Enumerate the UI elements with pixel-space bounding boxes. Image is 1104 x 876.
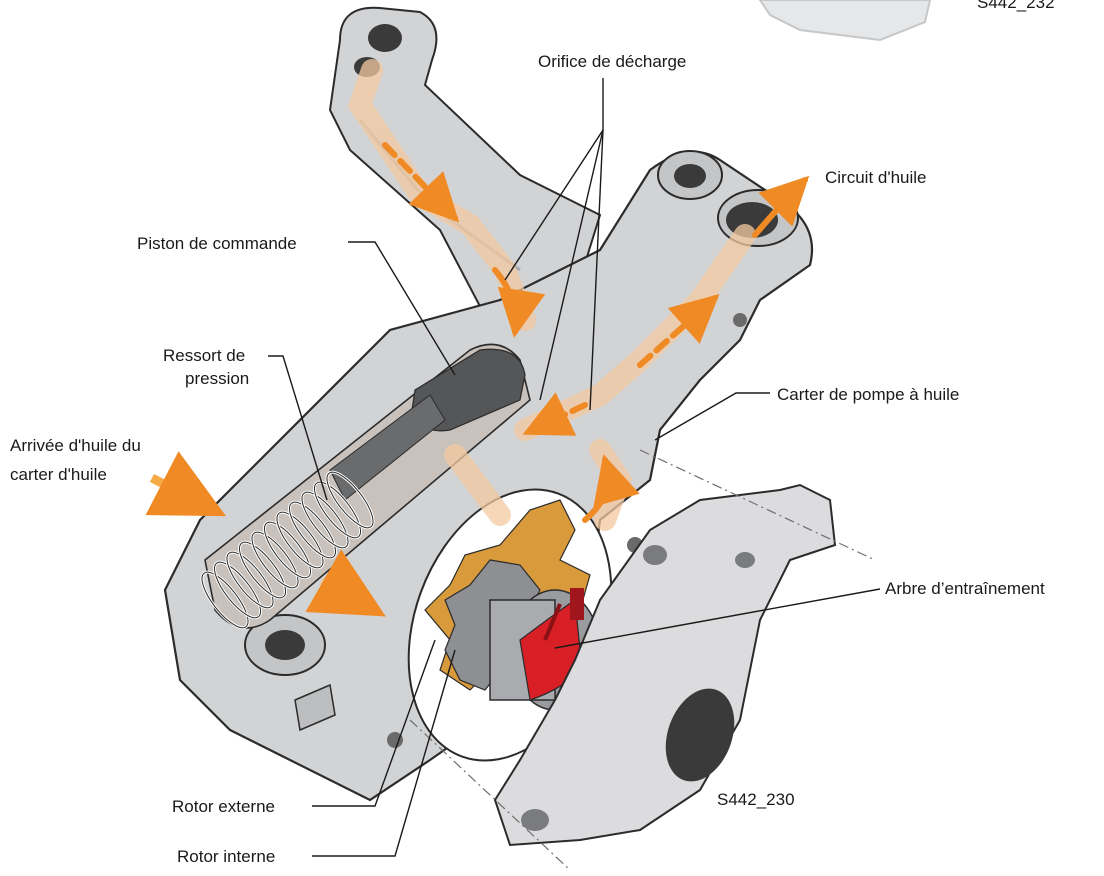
label-rotor-externe: Rotor externe: [172, 796, 275, 817]
label-ressort-line1: Ressort de: [163, 345, 245, 366]
label-orifice-de-decharge: Orifice de décharge: [538, 51, 686, 72]
label-ressort-line2: pression: [185, 368, 249, 389]
label-arrivee-line2: carter d'huile: [10, 464, 107, 485]
background-part-top-right: [760, 0, 930, 40]
figure-code-main: S442_230: [717, 789, 795, 810]
label-piston-de-commande: Piston de commande: [137, 233, 297, 254]
label-circuit-d-huile: Circuit d'huile: [825, 167, 927, 188]
figure-code-top-right: S442_232: [977, 0, 1055, 13]
label-arbre-d-entrainement: Arbre d’entraînement: [885, 578, 1045, 599]
label-carter-de-pompe: Carter de pompe à huile: [777, 384, 959, 405]
label-rotor-interne: Rotor interne: [177, 846, 275, 867]
label-arrivee-line1: Arrivée d'huile du: [10, 435, 141, 456]
